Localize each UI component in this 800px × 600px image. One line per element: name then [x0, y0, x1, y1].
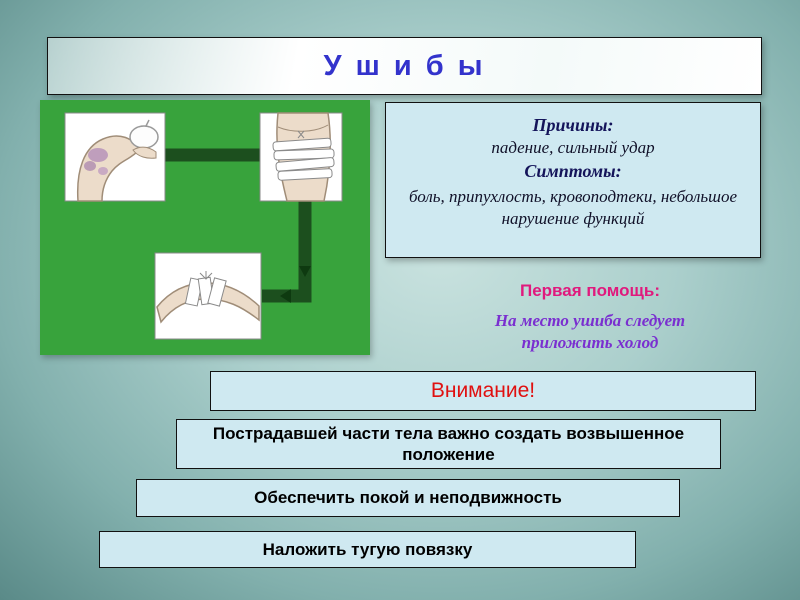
hip-bandage-illustration: [259, 112, 343, 202]
symptoms-text: боль, припухлость, кровоподтеки, небольш…: [408, 186, 738, 228]
note-elevated-position-text: Пострадавшей части тела важно создать во…: [212, 423, 685, 464]
limb-pressure-bandage-illustration: [154, 252, 262, 340]
attention-text: Внимание!: [430, 379, 536, 402]
knee-ice-pack-illustration: [64, 112, 166, 202]
note-rest: Обеспечить покой и неподвижность: [136, 479, 680, 517]
causes-label: Причины:: [532, 115, 614, 135]
slide-title-box: У ш и б ы: [47, 37, 762, 95]
attention-box: Внимание!: [210, 371, 756, 411]
bruise-first-aid-illustration: [40, 100, 370, 355]
causes-text: падение, сильный удар: [491, 138, 655, 158]
note-elevated-position: Пострадавшей части тела важно создать во…: [176, 419, 721, 469]
first-aid-text: На место ушиба следует приложить холод: [494, 311, 686, 353]
slide-title: У ш и б ы: [323, 49, 486, 82]
causes-symptoms-box: Причины: падение, сильный удар Симптомы:…: [385, 102, 761, 258]
note-bandage: Наложить тугую повязку: [99, 531, 636, 568]
first-aid-block: Первая помощь: На место ушиба следует пр…: [455, 281, 725, 354]
first-aid-label: Первая помощь:: [519, 281, 660, 300]
note-rest-text: Обеспечить покой и неподвижность: [254, 488, 562, 508]
note-bandage-text: Наложить тугую повязку: [262, 539, 473, 559]
symptoms-label: Симптомы:: [524, 161, 622, 182]
